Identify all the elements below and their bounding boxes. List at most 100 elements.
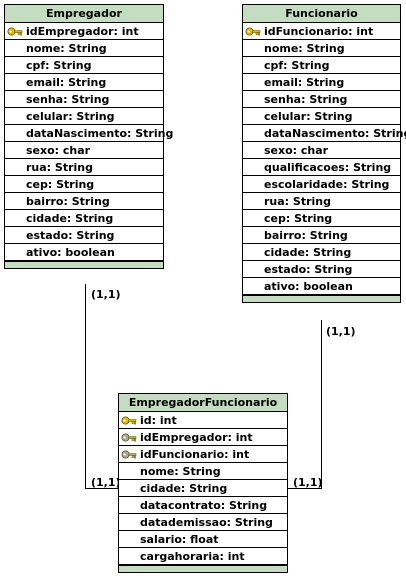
entity-field[interactable]: idFuncionario: int	[243, 23, 400, 40]
connector-empregador-horizontal	[85, 488, 118, 489]
entity-field[interactable]: cidade: String	[243, 244, 400, 261]
field-label: dataNascimento: String	[26, 127, 174, 140]
entity-field[interactable]: idEmpregador: int	[5, 23, 163, 40]
field-label: nome: String	[26, 42, 107, 55]
entity-empregador-funcionario[interactable]: EmpregadorFuncionario id: int idEmpregador…	[118, 393, 288, 573]
entity-title: Funcionario	[243, 5, 400, 23]
field-label: cpf: String	[264, 59, 330, 72]
field-label: idEmpregador: int	[26, 25, 139, 38]
entity-title: Empregador	[5, 5, 163, 23]
entity-field[interactable]: idFuncionario: int	[119, 446, 287, 463]
entity-field[interactable]: sexo: char	[243, 142, 400, 159]
entity-field[interactable]: estado: String	[243, 261, 400, 278]
field-label: ativo: boolean	[26, 246, 115, 259]
foreign-key-icon	[121, 431, 137, 444]
field-label: estado: String	[264, 263, 353, 276]
entity-field[interactable]: escolaridade: String	[243, 176, 400, 193]
field-label: dataNascimento: String	[264, 127, 406, 140]
field-label: id: int	[140, 414, 177, 427]
field-label: cep: String	[26, 178, 95, 191]
entity-field[interactable]: dataNascimento: String	[243, 125, 406, 142]
field-label: sexo: char	[26, 144, 91, 157]
primary-key-icon	[245, 25, 261, 38]
cardinality-empregador-bottom: (1,1)	[91, 476, 121, 489]
field-label: estado: String	[26, 229, 115, 242]
field-label: senha: String	[264, 93, 348, 106]
entity-field[interactable]: bairro: String	[243, 227, 400, 244]
field-label: cpf: String	[26, 59, 92, 72]
field-label: cidade: String	[264, 246, 352, 259]
entity-field[interactable]: cidade: String	[5, 210, 163, 227]
field-label: idEmpregador: int	[140, 431, 253, 444]
connector-funcionario-horizontal	[288, 488, 322, 489]
entity-field[interactable]: id: int	[119, 412, 287, 429]
entity-field[interactable]: cpf: String	[5, 57, 163, 74]
field-label: rua: String	[26, 161, 93, 174]
field-label: datademissao: String	[140, 516, 273, 529]
field-label: celular: String	[26, 110, 115, 123]
entity-field[interactable]: ativo: boolean	[243, 278, 400, 295]
connector-funcionario-vertical	[321, 320, 322, 489]
entity-field[interactable]: bairro: String	[5, 193, 163, 210]
entity-title: EmpregadorFuncionario	[119, 394, 287, 412]
entity-field[interactable]: nome: String	[5, 40, 163, 57]
entity-field[interactable]: celular: String	[243, 108, 400, 125]
field-label: senha: String	[26, 93, 110, 106]
primary-key-icon	[121, 414, 137, 427]
field-label: email: String	[26, 76, 107, 89]
field-label: nome: String	[140, 465, 221, 478]
entity-field[interactable]: dataNascimento: String	[5, 125, 173, 142]
entity-field[interactable]: cep: String	[5, 176, 163, 193]
field-label: datacontrato: String	[140, 499, 268, 512]
entity-field[interactable]: cpf: String	[243, 57, 400, 74]
entity-field[interactable]: datacontrato: String	[119, 497, 287, 514]
field-label: celular: String	[264, 110, 353, 123]
entity-field[interactable]: senha: String	[5, 91, 163, 108]
entity-field[interactable]: sexo: char	[5, 142, 163, 159]
field-label: idFuncionario: int	[264, 25, 374, 38]
entity-field[interactable]: rua: String	[243, 193, 400, 210]
entity-footer	[119, 565, 287, 572]
foreign-key-icon	[121, 448, 137, 461]
field-label: salario: float	[140, 533, 219, 546]
field-label: ativo: boolean	[264, 280, 353, 293]
field-label: qualificacoes: String	[264, 161, 392, 174]
entity-field[interactable]: nome: String	[243, 40, 400, 57]
entity-funcionario[interactable]: Funcionario idFuncionario: int nome: Strin…	[242, 4, 406, 303]
entity-field[interactable]: datademissao: String	[119, 514, 287, 531]
primary-key-icon	[7, 25, 23, 38]
entity-footer	[5, 261, 163, 268]
entity-field[interactable]: senha: String	[243, 91, 400, 108]
entity-footer	[243, 295, 400, 302]
entity-field[interactable]: rua: String	[5, 159, 163, 176]
field-label: rua: String	[264, 195, 331, 208]
entity-empregador[interactable]: Empregador idEmpregador: int nome: String c…	[4, 4, 173, 269]
field-label: bairro: String	[264, 229, 348, 242]
cardinality-funcionario-bottom: (1,1)	[293, 476, 323, 489]
entity-field[interactable]: celular: String	[5, 108, 163, 125]
cardinality-empregador-top: (1,1)	[91, 288, 121, 301]
entity-field[interactable]: cep: String	[243, 210, 400, 227]
connector-empregador-vertical	[85, 284, 86, 489]
entity-field[interactable]: email: String	[5, 74, 163, 91]
field-label: nome: String	[264, 42, 345, 55]
entity-field[interactable]: email: String	[243, 74, 400, 91]
entity-field[interactable]: qualificacoes: String	[243, 159, 400, 176]
entity-field[interactable]: cidade: String	[119, 480, 287, 497]
entity-field[interactable]: nome: String	[119, 463, 287, 480]
field-label: escolaridade: String	[264, 178, 390, 191]
field-label: cidade: String	[140, 482, 228, 495]
cardinality-funcionario-top: (1,1)	[326, 325, 356, 338]
field-label: cep: String	[264, 212, 333, 225]
field-label: email: String	[264, 76, 345, 89]
entity-field[interactable]: salario: float	[119, 531, 287, 548]
entity-field[interactable]: cargahoraria: int	[119, 548, 287, 565]
entity-field[interactable]: estado: String	[5, 227, 163, 244]
field-label: cidade: String	[26, 212, 114, 225]
field-label: idFuncionario: int	[140, 448, 250, 461]
entity-field[interactable]: idEmpregador: int	[119, 429, 287, 446]
field-label: sexo: char	[264, 144, 329, 157]
field-label: cargahoraria: int	[140, 550, 245, 563]
entity-field[interactable]: ativo: boolean	[5, 244, 163, 261]
field-label: bairro: String	[26, 195, 110, 208]
